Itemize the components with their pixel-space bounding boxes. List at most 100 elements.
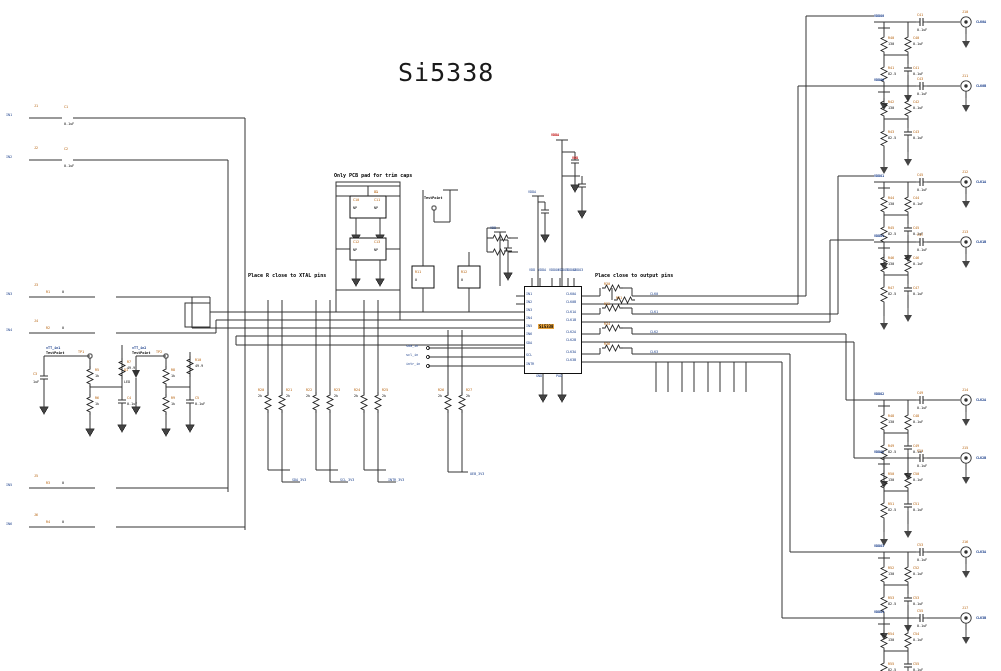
out-3-rbot-val: 82.5 xyxy=(888,292,897,296)
out-3-rail-label: VDDO1 xyxy=(874,234,885,238)
out-4-rtop-ref: R48 xyxy=(888,414,895,418)
input-j3-net: IN3 xyxy=(6,292,13,296)
xtal-ref: X1 xyxy=(374,190,379,194)
ic-input-intr: intr_in xyxy=(406,362,421,366)
ic-pin-vdd: VDD xyxy=(529,268,536,272)
out-5-cser-val: 0.1uF xyxy=(917,464,928,468)
trimcap-c10-val: NP xyxy=(353,206,358,210)
tp2-r8-ref: R8 xyxy=(171,368,176,372)
input-j6-r-val: 0 xyxy=(62,520,65,524)
xtal-r12-ref: R12 xyxy=(461,270,468,274)
ctl4-rd-val: 2k xyxy=(466,394,471,398)
rail-vdd-decap-label: VDD xyxy=(490,226,497,230)
input-j5-r-ref: R3 xyxy=(46,481,51,485)
out-1-cser-val: 0.1uF xyxy=(917,92,928,96)
input-j3-r-ref: R1 xyxy=(46,290,51,294)
input-j4-net: IN4 xyxy=(6,328,13,332)
trimcap-c11-ref: C11 xyxy=(374,198,381,202)
ctl3-ru-ref: R24 xyxy=(354,388,361,392)
out-0-rbot-val: 82.5 xyxy=(888,72,897,76)
out-3-rtop-val: 130 xyxy=(888,262,895,266)
out-0-net-label: CLK0A xyxy=(976,20,987,24)
ic-input-sda: sda_in xyxy=(406,344,419,348)
out-5-rtop-val: 130 xyxy=(888,478,895,482)
out-2-rsh-ref: C44 xyxy=(913,196,920,200)
testpoint-2-ref: TP2 xyxy=(156,350,163,354)
ic-pin-vddo0: VDDO0 xyxy=(549,268,560,272)
out-2-cser-val: 0.1uF xyxy=(917,188,928,192)
rail-vdd-label: VDD xyxy=(572,156,579,160)
rail-vdda-decap-label: VDDA xyxy=(528,190,537,194)
out-2-conn-ref: J12 xyxy=(962,170,969,174)
out-2-rtop-ref: R44 xyxy=(888,196,895,200)
term0-rp-ref: R31 xyxy=(616,296,623,300)
tp1-r7-val: 49.9 xyxy=(127,366,136,370)
ctl2-net-label: SCL_3V3 xyxy=(340,478,355,482)
out-0-rtop-ref: R40 xyxy=(888,36,895,40)
ic-pin-clk2b: CLK2B xyxy=(566,338,577,342)
out-7-rail-label: VDDO3 xyxy=(874,610,885,614)
ic-pin-in6: IN6 xyxy=(526,332,533,336)
out-1-rtop-val: 130 xyxy=(888,106,895,110)
input-j1-ref: J1 xyxy=(34,104,39,108)
out-4-rail-label: VDDO2 xyxy=(874,392,885,396)
out-2-rbot-ref: R45 xyxy=(888,226,895,230)
out-7-conn-ref: J17 xyxy=(962,606,969,610)
out-0-rail-label: VDDO0 xyxy=(874,14,885,18)
out-6-rbot-ref: R53 xyxy=(888,596,895,600)
out-4-csh-val: 0.1uF xyxy=(913,450,924,454)
ic-pin-in5: IN5 xyxy=(526,324,533,328)
out-4-cser-ref: C49 xyxy=(917,391,924,395)
ic-pin-gnd: GND xyxy=(536,374,543,378)
out-5-csh-ref: C51 xyxy=(913,502,920,506)
input-j5-ref: J5 xyxy=(34,474,39,478)
out-7-cser-ref: C55 xyxy=(917,609,924,613)
out-5-net-label: CLK2B xyxy=(976,456,987,460)
input-j5-net: IN5 xyxy=(6,483,13,487)
out-6-csh-ref: C53 xyxy=(913,596,920,600)
ic-pin-vddo1: VDDO1 xyxy=(558,268,569,272)
out-4-rtop-val: 130 xyxy=(888,420,895,424)
ctl2-ru-val: 2k xyxy=(306,394,311,398)
out-1-net-label: CLK0B xyxy=(976,84,987,88)
out-6-rsh-ref: C52 xyxy=(913,566,920,570)
tp2-r9-ref: R9 xyxy=(171,396,176,400)
out-0-csh-val: 0.1uF xyxy=(913,72,924,76)
tp2-c5-val: 0.1uF xyxy=(195,402,206,406)
out-4-rbot-ref: R49 xyxy=(888,444,895,448)
xtal-r11-val: 0 xyxy=(415,278,418,282)
ic-pin-in2: IN2 xyxy=(526,300,533,304)
tp1-c3-val: 1uF xyxy=(33,380,40,384)
tp2-d1-ref: D1 xyxy=(124,368,129,372)
tp2-r10-val: 49.9 xyxy=(195,364,204,368)
out-5-rsh-val: 0.1uF xyxy=(913,478,924,482)
out-7-rtop-val: 130 xyxy=(888,638,895,642)
ic-pin-clk1a: CLK1A xyxy=(566,310,577,314)
out-3-rtop-ref: R46 xyxy=(888,256,895,260)
out-5-cser-ref: C51 xyxy=(917,449,924,453)
ctl4-ru-val: 2k xyxy=(438,394,443,398)
ctl4-net-label: OEB_3V3 xyxy=(470,472,485,476)
trimcap-c10-ref: C10 xyxy=(353,198,360,202)
out-4-csh-ref: C49 xyxy=(913,444,920,448)
input-j1-c-val: 0.1uF xyxy=(64,122,75,126)
ctl2-rd-ref: R23 xyxy=(334,388,341,392)
ic-input-scl: scl_in xyxy=(406,353,419,357)
tp2-c5-ref: C5 xyxy=(195,396,200,400)
out-7-rsh-val: 0.1uF xyxy=(913,638,924,642)
out-0-rsh-ref: C40 xyxy=(913,36,920,40)
out-6-conn-ref: J16 xyxy=(962,540,969,544)
out-6-csh-val: 0.1uF xyxy=(913,602,924,606)
out-4-net-label: CLK2A xyxy=(976,398,987,402)
out-5-rail-label: VDDO2 xyxy=(874,450,885,454)
note-trim-caps: Only PCB pad for trim caps xyxy=(334,173,413,179)
tp2-r8-val: 1k xyxy=(171,374,176,378)
out-1-rail-label: VDDO0 xyxy=(874,78,885,82)
out-3-net-label: CLK1B xyxy=(976,240,987,244)
ctl4-rd-ref: R27 xyxy=(466,388,473,392)
term3-rs-ref: R36 xyxy=(604,342,611,346)
out-6-rsh-val: 0.1uF xyxy=(913,572,924,576)
ic-si5338-body[interactable] xyxy=(524,286,582,374)
out-0-rsh-val: 0.1uF xyxy=(913,42,924,46)
ctl1-rd-ref: R21 xyxy=(286,388,293,392)
